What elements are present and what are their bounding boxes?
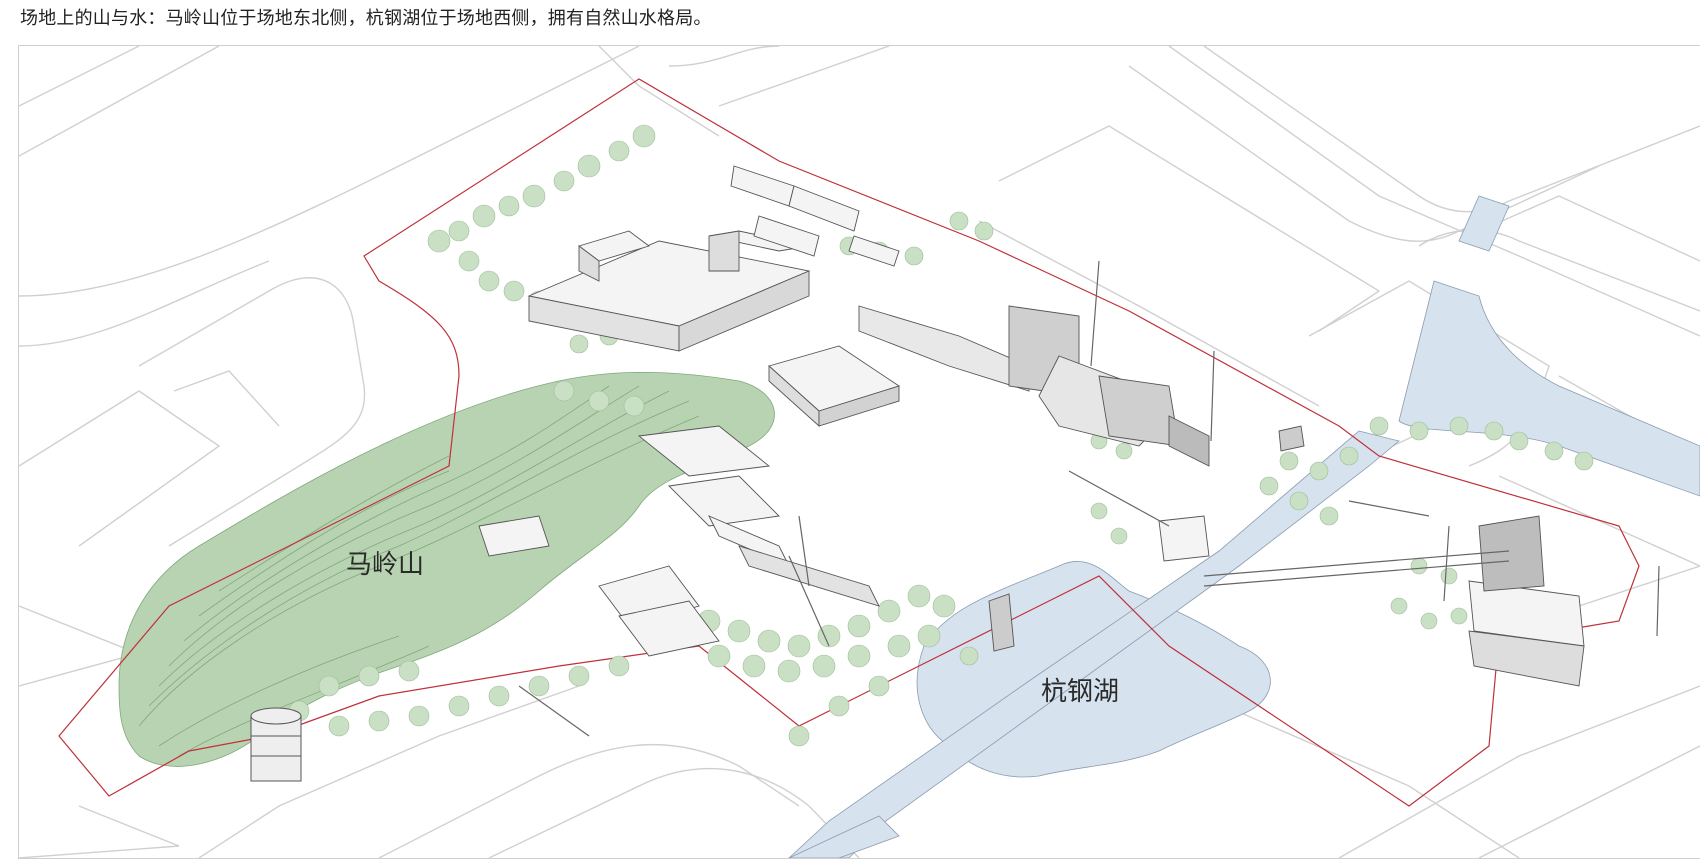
hill-label: 马岭山 <box>346 550 425 580</box>
site-boundary <box>58 78 1640 807</box>
site-map-frame: 马岭山 杭钢湖 <box>18 45 1700 859</box>
diagonal-canal <box>788 430 1400 858</box>
water-bodies <box>788 195 1700 858</box>
conveyors <box>518 260 1660 737</box>
figure-caption: 场地上的山与水：马岭山位于场地东北侧，杭钢湖位于场地西侧，拥有自然山水格局。 <box>20 8 712 29</box>
site-map-canvas <box>19 46 1700 858</box>
maling-hill <box>118 371 775 767</box>
east-river <box>1398 280 1700 497</box>
lake-label: 杭钢湖 <box>1041 677 1120 707</box>
north-canal <box>1458 195 1510 252</box>
gas-tank <box>250 707 302 782</box>
lower-river <box>788 815 900 858</box>
buildings <box>478 165 1585 687</box>
